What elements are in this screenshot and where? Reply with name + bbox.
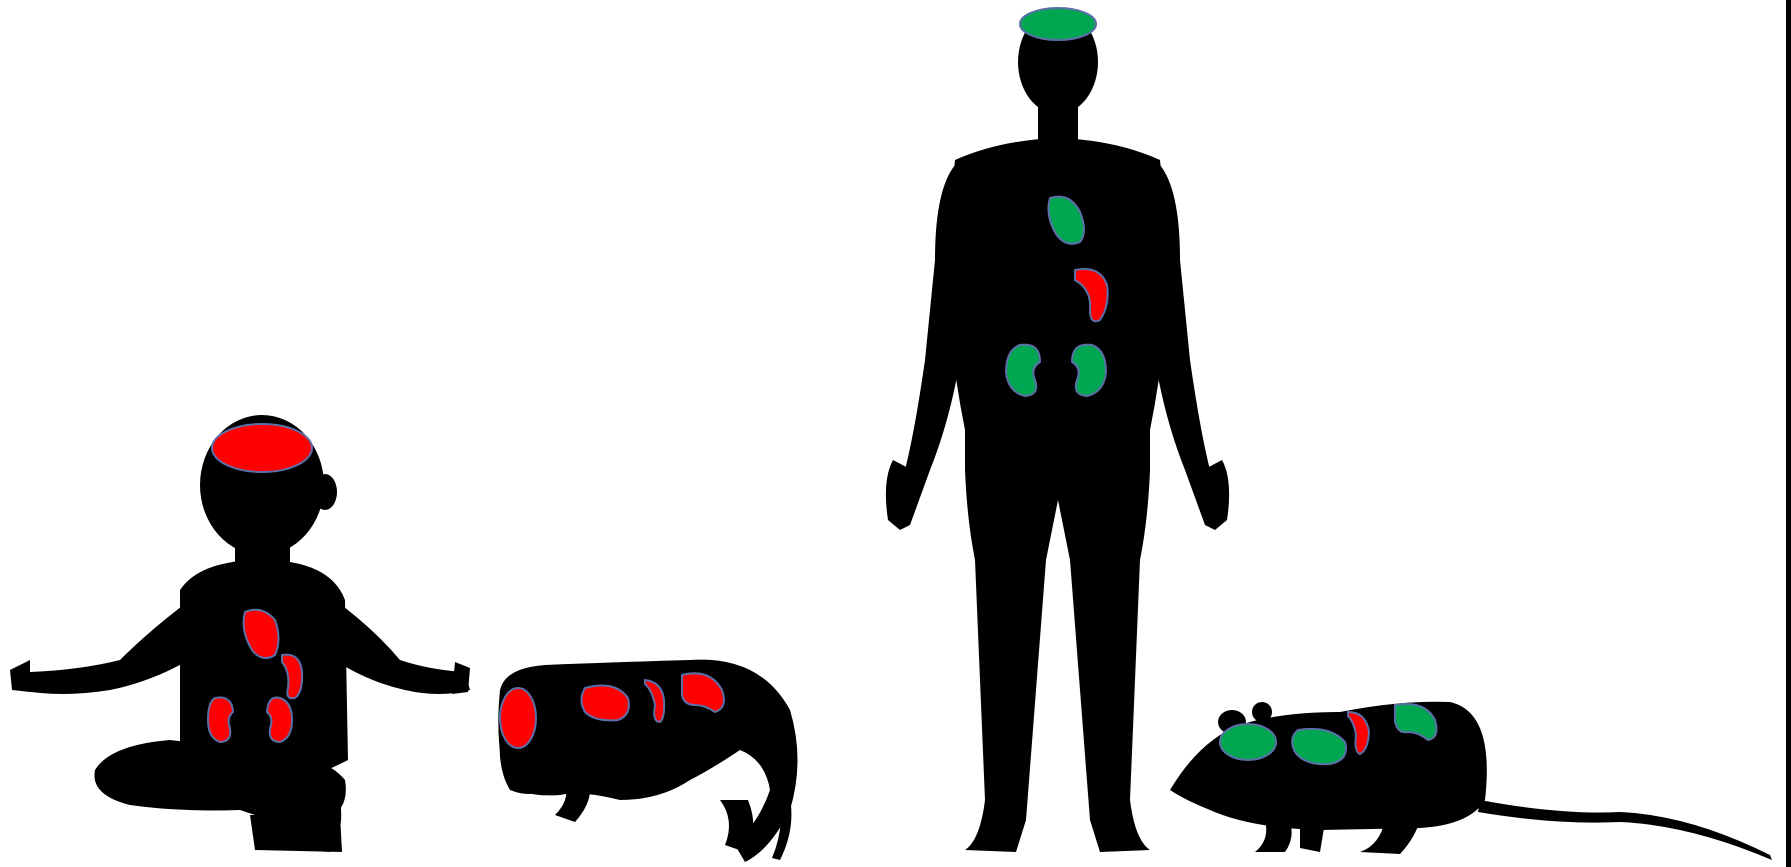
human-infant-figure [10, 415, 470, 852]
pup-lung [582, 686, 629, 721]
adult-brain [1020, 8, 1096, 40]
human-adult-figure [886, 8, 1229, 852]
human-adult-silhouette [886, 10, 1229, 852]
rodent-pup-figure [498, 660, 797, 862]
rodent-pup-silhouette [498, 660, 797, 862]
infant-kidney-left [208, 698, 233, 742]
right-border-line [1786, 0, 1791, 867]
infant-brain [212, 424, 312, 472]
pup-brain [500, 688, 536, 748]
rat-brain [1220, 724, 1276, 760]
adult-rodent-figure [1170, 702, 1772, 860]
infant-kidney-right [267, 698, 292, 742]
human-infant-silhouette [10, 415, 470, 852]
